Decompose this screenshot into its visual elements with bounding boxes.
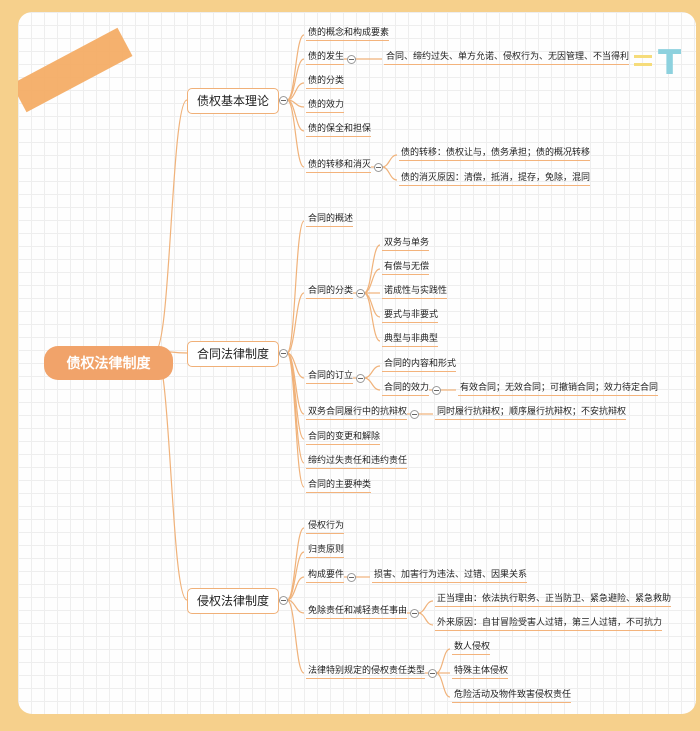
connector <box>363 268 381 294</box>
subtopic[interactable]: 合同的概述 <box>305 214 354 227</box>
subtopic[interactable]: 缔约过失责任和违约责任 <box>305 456 408 469</box>
subtopic[interactable]: 合同的分类 <box>305 286 354 299</box>
connector <box>154 99 188 352</box>
connector <box>363 292 381 342</box>
leaf-topic[interactable]: 债的转移：债权让与，债务承担；债的概况转移 <box>398 148 591 161</box>
leaf-topic[interactable]: 损害、加害行为违法、过错、因果关系 <box>371 570 528 583</box>
subtopic[interactable]: 构成要件 <box>305 570 345 583</box>
mindmap-canvas: 债权基本理论 债的概念和构成要素债的发生 合同、缔约过失、单方允诺、侵权行为、无因管… <box>18 12 696 714</box>
connector <box>417 612 434 626</box>
leaf-topic[interactable]: 诺成性与实践性 <box>381 286 448 299</box>
deco-bar-icon <box>634 63 652 66</box>
collapse-toggle-icon[interactable] <box>346 54 356 64</box>
connector <box>417 600 434 614</box>
subtopic[interactable]: 债的分类 <box>305 76 345 89</box>
leaf-topic[interactable]: 合同、缔约过失、单方允诺、侵权行为、无因管理、不当得利 <box>383 52 630 65</box>
connector <box>286 292 305 354</box>
collapse-toggle-icon[interactable] <box>431 385 441 395</box>
collapse-toggle-icon[interactable] <box>355 288 365 298</box>
leaf-topic[interactable]: 双务与单务 <box>381 238 430 251</box>
subtopic[interactable]: 归责原则 <box>305 545 345 558</box>
leaf-topic[interactable]: 债的消灭原因：清偿，抵消，提存，免除，混同 <box>398 173 591 186</box>
subtopic[interactable]: 债的效力 <box>305 100 345 113</box>
subtopic[interactable]: 债的发生 <box>305 52 345 65</box>
subtopic[interactable]: 债的概念和构成要素 <box>305 28 390 41</box>
leaf-topic[interactable]: 合同的内容和形式 <box>381 359 457 372</box>
leaf-topic[interactable]: 外来原因：自甘冒险受害人过错，第三人过错，不可抗力 <box>434 618 663 631</box>
connector <box>286 551 305 601</box>
deco-letter: T <box>658 43 682 83</box>
decorative-corner: T <box>634 45 700 85</box>
collapse-toggle-icon[interactable] <box>278 595 288 605</box>
connector <box>363 377 381 391</box>
collapse-toggle-icon[interactable] <box>278 348 288 358</box>
connector <box>286 99 305 132</box>
connector <box>286 58 305 101</box>
leaf-topic[interactable]: 要式与非要式 <box>381 310 439 323</box>
connector <box>435 648 451 674</box>
subtopic[interactable]: 合同的主要种类 <box>305 480 372 493</box>
leaf-topic[interactable]: 数人侵权 <box>451 642 491 655</box>
branch-topic[interactable]: 合同法律制度 <box>187 341 280 367</box>
leaf-topic[interactable]: 危险活动及物件致害侵权责任 <box>451 690 572 703</box>
collapse-toggle-icon[interactable] <box>409 409 419 419</box>
connector <box>363 244 381 294</box>
connector <box>286 352 305 464</box>
connector <box>435 672 451 698</box>
collapse-toggle-icon[interactable] <box>278 95 288 105</box>
leaf-topic[interactable]: 同时履行抗辩权；顺序履行抗辩权；不安抗辩权 <box>434 407 627 420</box>
subtopic[interactable]: 侵权行为 <box>305 521 345 534</box>
subtopic[interactable]: 双务合同履行中的抗辩权 <box>305 407 408 420</box>
collapse-toggle-icon[interactable] <box>346 572 356 582</box>
subtopic[interactable]: 法律特别规定的侵权责任类型 <box>305 666 426 679</box>
leaf-topic[interactable]: 典型与非典型 <box>381 334 439 347</box>
subtopic[interactable]: 债的保全和担保 <box>305 124 372 137</box>
root-topic[interactable]: 债权法律制度 <box>44 346 173 380</box>
connector <box>286 220 305 354</box>
subtopic[interactable]: 债的转移和消灭 <box>305 160 372 173</box>
leaf-topic[interactable]: 特殊主体侵权 <box>451 666 509 679</box>
subtopic[interactable]: 合同的订立 <box>305 371 354 384</box>
connector <box>286 82 305 101</box>
connector <box>363 292 381 318</box>
collapse-toggle-icon[interactable] <box>427 668 437 678</box>
leaf-topic[interactable]: 有效合同；无效合同；可撤销合同；效力待定合同 <box>457 383 659 396</box>
leaf-topic[interactable]: 有偿与无偿 <box>381 262 430 275</box>
subtopic[interactable]: 合同的变更和解除 <box>305 432 381 445</box>
leaf-topic[interactable]: 合同的效力 <box>381 383 430 396</box>
connector <box>286 352 305 488</box>
connector <box>286 576 305 601</box>
leaf-topic[interactable]: 正当理由：依法执行职务、正当防卫、紧急避险、紧急救助 <box>434 594 672 607</box>
branch-topic[interactable]: 债权基本理论 <box>187 88 280 114</box>
connector <box>363 365 381 379</box>
collapse-toggle-icon[interactable] <box>373 162 383 172</box>
deco-bar-icon <box>634 55 652 58</box>
connector <box>286 99 305 168</box>
connector <box>154 350 188 601</box>
connector <box>381 154 398 168</box>
connector <box>286 599 305 614</box>
connector <box>286 599 305 674</box>
branch-topic[interactable]: 侵权法律制度 <box>187 588 280 614</box>
collapse-toggle-icon[interactable] <box>409 608 419 618</box>
collapse-toggle-icon[interactable] <box>355 373 365 383</box>
connector <box>381 166 398 181</box>
subtopic[interactable]: 免除责任和减轻责任事由 <box>305 606 408 619</box>
